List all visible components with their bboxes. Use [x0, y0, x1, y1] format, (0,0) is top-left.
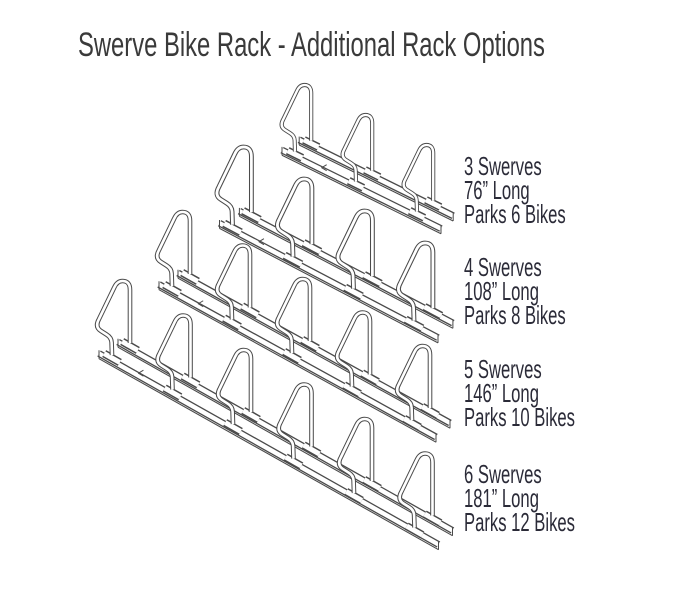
- swerve-hoop: [335, 208, 375, 289]
- swerves-count-label: 4 Swerves: [464, 252, 542, 282]
- rack-option-label-4-swerves: 4 Swerves 108” Long Parks 8 Bikes: [464, 252, 566, 330]
- swerve-hoop: [340, 112, 375, 182]
- swerve-hoop: [274, 276, 313, 354]
- swerve-hoop: [336, 416, 375, 494]
- length-label: 181” Long: [464, 483, 539, 513]
- parks-label: Parks 10 Bikes: [464, 402, 575, 432]
- swerve-hoop: [276, 382, 314, 459]
- parks-label: Parks 12 Bikes: [464, 507, 575, 537]
- swerves-count-label: 6 Swerves: [464, 459, 542, 489]
- swerve-hoop: [279, 82, 314, 152]
- swerve-hoop: [401, 142, 436, 212]
- swerve-hoop: [396, 240, 436, 321]
- rack-drawing-4-swerves: [214, 144, 455, 344]
- length-label: 146” Long: [464, 378, 539, 408]
- swerve-hoop: [334, 310, 373, 387]
- page-title: Swerve Bike Rack - Additional Rack Optio…: [78, 26, 545, 64]
- swerve-hoop: [275, 176, 315, 257]
- swerve-hoop: [394, 343, 433, 421]
- swerves-count-label: 5 Swerves: [464, 354, 542, 384]
- swerve-hoop: [397, 451, 435, 528]
- length-label: 108” Long: [464, 276, 539, 306]
- rack-drawing-6-swerves: [94, 278, 455, 551]
- rack-option-label-3-swerves: 3 Swerves 76” Long Parks 6 Bikes: [464, 151, 566, 229]
- swerve-hoop: [155, 313, 193, 390]
- swerves-count-label: 3 Swerves: [464, 151, 542, 181]
- rack-drawing-3-swerves: [279, 82, 455, 235]
- parks-label: Parks 8 Bikes: [464, 300, 566, 330]
- rack-drawing-5-swerves: [154, 209, 452, 443]
- parks-label: Parks 6 Bikes: [464, 199, 566, 229]
- rack-option-label-5-swerves: 5 Swerves 146” Long Parks 10 Bikes: [464, 354, 575, 432]
- length-label: 76” Long: [464, 175, 530, 205]
- rack-option-label-6-swerves: 6 Swerves 181” Long Parks 12 Bikes: [464, 459, 575, 537]
- swerve-hoop: [215, 347, 254, 425]
- swerve-hoop: [94, 278, 133, 356]
- swerve-hoop: [214, 243, 253, 320]
- swerve-hoop: [154, 209, 193, 287]
- swerve-hoop: [214, 144, 254, 225]
